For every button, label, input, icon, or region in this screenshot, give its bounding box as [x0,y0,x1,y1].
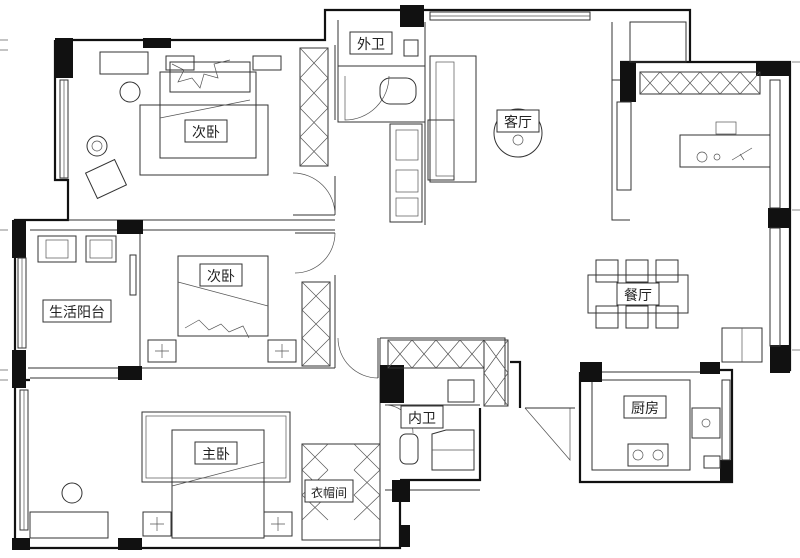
label-box-inner-bath [400,405,444,429]
dimension-ticks [0,39,800,381]
bedroom-2-furniture [147,255,297,363]
dining-furniture [587,259,763,363]
label-box-closet [304,479,354,503]
doors [292,75,575,461]
inner-bathroom-fixtures [399,379,475,471]
label-utility-balcony: 生活阳台 [49,305,105,321]
label-box-outer-bath [349,31,393,55]
room-labels: 次卧 次卧 主卧 客厅 餐厅 厨房 外卫 内卫 生活阳台 衣帽间 [42,31,667,503]
outer-bathroom-fixtures [379,39,423,223]
label-dining-room: 餐厅 [624,288,652,304]
exterior-walls [13,8,792,550]
label-box-kitchen [623,395,667,419]
label-living-room: 客厅 [504,114,532,131]
kitchen-fixtures [627,407,721,469]
label-box-bedroom-2 [199,263,243,287]
label-box-master [194,441,238,465]
label-master-bedroom: 主卧 [202,447,230,463]
living-room-furniture [429,55,771,191]
label-inner-bathroom: 内卫 [408,411,436,427]
bedroom-1-furniture [84,51,282,200]
label-walk-in-closet: 衣帽间 [311,485,347,500]
label-secondary-bedroom-2: 次卧 [207,269,235,285]
structural-columns [12,5,790,550]
windows [17,11,781,531]
label-secondary-bedroom-1: 次卧 [192,125,220,141]
label-box-living [496,109,540,133]
label-outer-bathroom: 外卫 [357,37,385,53]
wardrobes [299,47,761,541]
label-box-balcony [42,299,112,323]
label-kitchen: 厨房 [631,401,659,417]
master-bedroom-furniture [29,411,293,539]
label-box-bedroom-1 [184,119,228,143]
balcony-fixtures [37,235,137,296]
label-box-dining [616,282,660,306]
